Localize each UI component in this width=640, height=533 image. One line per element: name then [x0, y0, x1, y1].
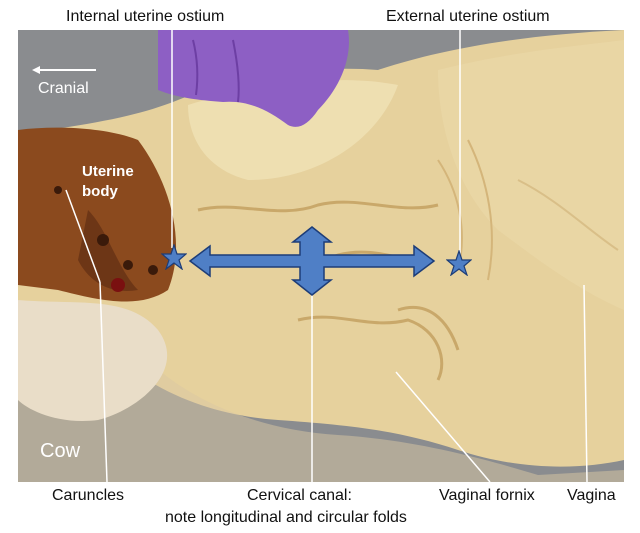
external-uterine-ostium-label: External uterine ostium: [386, 8, 550, 25]
cervical-canal-label-line1: Cervical canal:: [247, 487, 352, 504]
cervical-canal-label-line2: note longitudinal and circular folds: [165, 509, 407, 526]
double-arrow-icon: [188, 226, 438, 296]
cranial-label: Cranial: [38, 80, 89, 97]
internal-uterine-ostium-label: Internal uterine ostium: [66, 8, 225, 25]
left-arrow-icon: [32, 66, 96, 74]
star-icon: [445, 249, 473, 277]
cow-label: Cow: [40, 440, 81, 462]
caruncles-label: Caruncles: [52, 487, 125, 504]
uterine-body-label-line1: Uterine: [82, 163, 134, 180]
uterine-body-label-line2: body: [82, 183, 118, 200]
star-icon: [160, 243, 188, 271]
vagina-label: Vagina: [567, 487, 616, 504]
vaginal-fornix-label: Vaginal fornix: [439, 487, 535, 504]
